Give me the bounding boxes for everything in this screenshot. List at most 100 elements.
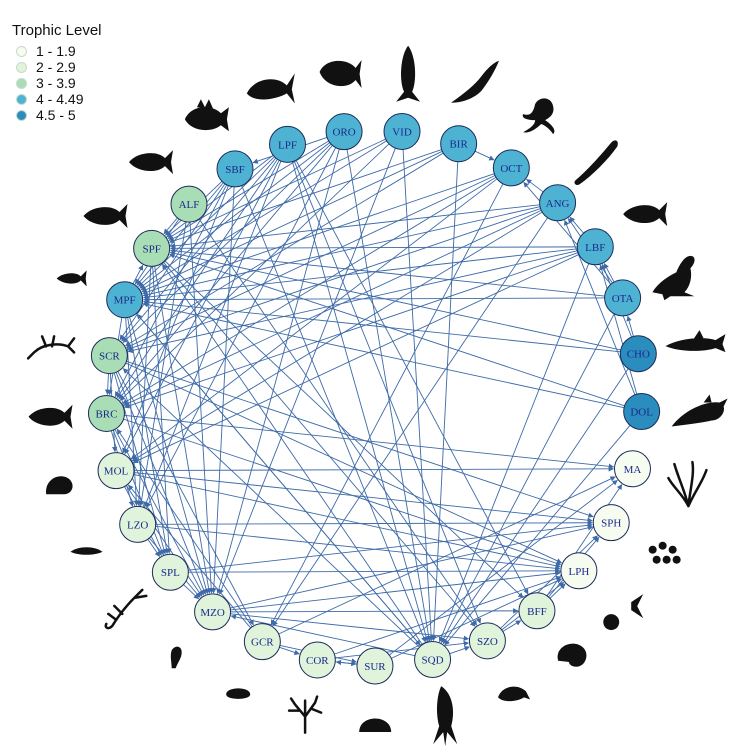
node-sph: SPH: [592, 504, 630, 542]
node-circle: [440, 125, 478, 163]
node-label: LPF: [278, 139, 297, 151]
edge-sur-cor: [335, 659, 358, 666]
bass-silhouette: [623, 202, 668, 227]
edge-spf-szo: [162, 261, 476, 627]
node-cor: COR: [298, 641, 336, 679]
node-label: MZO: [200, 607, 225, 619]
node-label: CHO: [627, 349, 650, 361]
coral-silhouette: [287, 695, 323, 734]
node-circle: [97, 452, 135, 490]
rockfish-silhouette: [184, 99, 229, 132]
edge-oct-scr: [126, 175, 496, 348]
node-circle: [325, 113, 363, 151]
node-ma: MA: [613, 450, 651, 488]
edge-mol-ma: [134, 466, 615, 472]
edge-spl-lph: [188, 568, 561, 574]
edge-sqd-scr: [122, 368, 420, 648]
marlin-silhouette: [396, 45, 421, 102]
edge-sbf-mol: [122, 185, 229, 454]
edge-ang-mpf: [142, 206, 541, 298]
node-label: MPF: [114, 295, 136, 307]
edge-lpf-brc: [116, 159, 278, 399]
algae-silhouette: [667, 460, 708, 508]
edge-cho-sqd: [442, 368, 629, 645]
edge-lzo-sph: [155, 520, 593, 526]
node-alf: ALF: [170, 185, 208, 223]
edge-cho-ota: [626, 315, 634, 337]
node-circle: [468, 622, 506, 660]
edge-brc-mzo: [114, 429, 205, 596]
node-circle: [356, 647, 394, 685]
node-label: SPH: [601, 518, 621, 530]
node-gcr: GCR: [243, 623, 281, 661]
lobster-silhouette: [104, 588, 148, 630]
edge-lbf-spf: [170, 245, 578, 252]
legend-item: 2 - 2.9: [12, 59, 102, 75]
node-spl: SPL: [151, 553, 189, 591]
krill-silhouette: [62, 545, 109, 558]
crab-silhouette: [218, 682, 259, 705]
edge-mzo-sph: [230, 525, 594, 609]
node-mzo: MZO: [194, 593, 232, 631]
edge-lpf-mpf: [138, 156, 275, 287]
dolphin-silhouette: [671, 394, 728, 427]
node-label: SBF: [225, 164, 245, 176]
trophic-legend: Trophic Level 1 - 1.9 2 - 2.9 3 - 3.9 4 …: [12, 22, 102, 123]
node-label: MA: [624, 464, 642, 476]
silhouette-layer: [26, 45, 728, 747]
node-label: COR: [306, 655, 329, 667]
edge-dol-lbf: [599, 264, 638, 395]
edge-mzo-lph: [230, 570, 561, 611]
edge-lpf-lzo: [143, 160, 282, 508]
edge-ang-oct: [526, 178, 544, 193]
node-label: SPL: [161, 567, 180, 579]
edge-sbf-mpf: [136, 182, 224, 286]
node-label: MOL: [104, 466, 129, 478]
node-circle: [194, 593, 232, 631]
node-lph: LPH: [560, 552, 598, 590]
edge-oro-brc: [118, 145, 333, 400]
node-circle: [216, 150, 254, 188]
edge-bff-ma: [546, 484, 623, 597]
edge-layer: [104, 137, 638, 667]
edge-lbf-mol: [132, 254, 580, 463]
node-ota: OTA: [604, 279, 642, 317]
node-label: ALF: [179, 199, 200, 211]
node-oct: OCT: [492, 149, 530, 187]
edge-cho-spf: [169, 250, 621, 351]
edge-dol-sqd: [444, 425, 631, 646]
node-label: ORO: [332, 127, 355, 139]
edge-oct-brc: [122, 176, 497, 405]
edge-mzo-szo: [230, 613, 470, 642]
node-mol: MOL: [97, 452, 135, 490]
edge-lzo-spl: [147, 538, 161, 557]
node-vid: VID: [383, 112, 421, 150]
octopus-silhouette: [522, 98, 555, 135]
edge-brc-ma: [124, 414, 615, 469]
node-lzo: LZO: [119, 505, 157, 543]
edge-ang-mol: [131, 211, 543, 462]
albatross-silhouette: [451, 60, 499, 103]
edge-vid-mzo: [218, 148, 396, 595]
legend-label: 3 - 3.9: [36, 75, 76, 91]
edge-lpf-sqd: [291, 161, 429, 642]
legend-item: 4 - 4.49: [12, 91, 102, 107]
small-fish-silhouette: [56, 270, 87, 287]
edge-sbf-brc: [114, 184, 228, 398]
node-label: LBF: [585, 242, 605, 254]
edge-alf-mzo: [189, 222, 214, 594]
edge-lbf-brc: [123, 252, 579, 409]
node-circle: [269, 125, 307, 163]
legend-swatch: [16, 93, 27, 105]
edge-sqd-spf: [161, 263, 423, 645]
edge-mpf-spf: [132, 264, 144, 284]
edge-alf-szo: [198, 218, 478, 626]
node-label: SUR: [364, 661, 386, 673]
edge-oro-lzo: [146, 147, 337, 509]
edge-bir-mpf: [141, 150, 443, 293]
node-scr: SCR: [90, 337, 128, 375]
worm-silhouette: [557, 643, 587, 667]
bream-silhouette: [28, 404, 73, 429]
node-label: OCT: [500, 163, 522, 175]
legend-label: 2 - 2.9: [36, 59, 76, 75]
